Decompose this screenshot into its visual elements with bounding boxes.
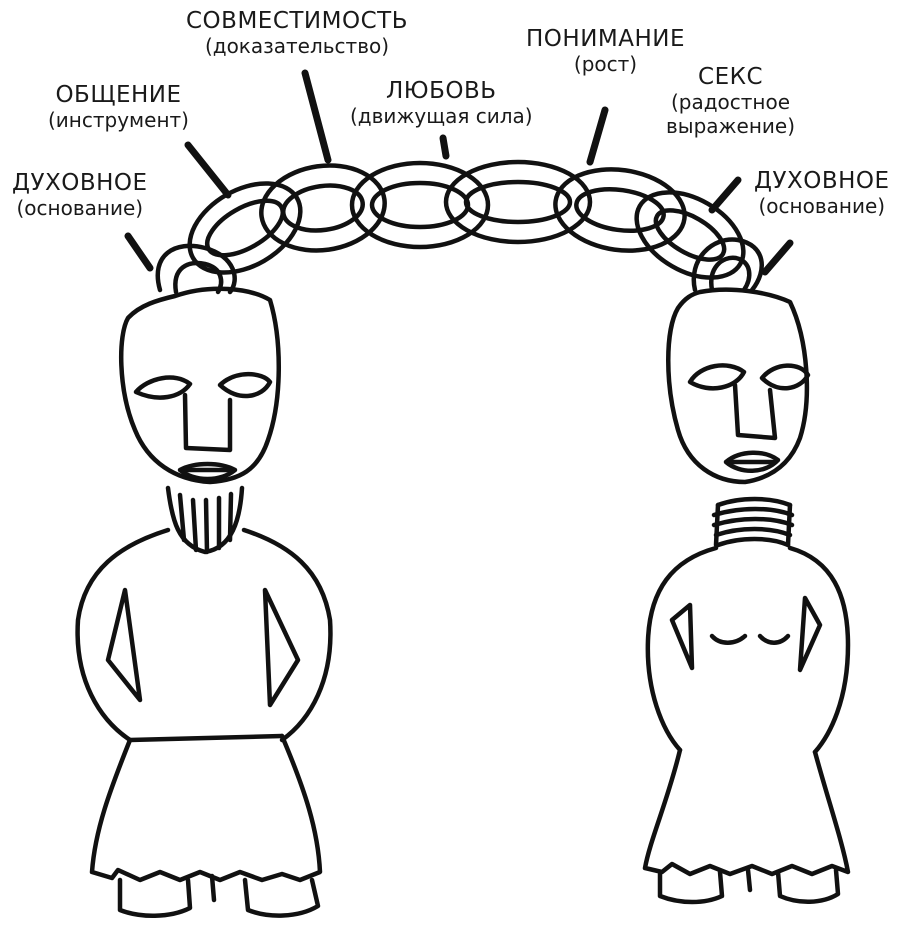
woman-arm-slot-right xyxy=(800,598,820,670)
man-arm-slot-left xyxy=(108,590,140,700)
label-love: ЛЮБОВЬ (движущая сила) xyxy=(350,78,533,129)
label-subtitle: (основание) xyxy=(754,195,890,219)
chain xyxy=(158,158,762,295)
woman-neck-rings xyxy=(714,499,792,545)
pointer-sex xyxy=(712,180,738,210)
label-subtitle-line2: выражение) xyxy=(666,115,795,139)
label-sex: СЕКС (радостное выражение) xyxy=(666,64,795,138)
label-title: ДУХОВНОЕ xyxy=(12,170,148,197)
label-subtitle: (движущая сила) xyxy=(350,105,533,129)
woman-breast-left xyxy=(712,636,745,643)
label-title: ОБЩЕНИЕ xyxy=(48,82,189,109)
pointer-communication xyxy=(188,145,228,195)
label-subtitle: (инструмент) xyxy=(48,109,189,133)
label-subtitle: (основание) xyxy=(12,197,148,221)
pointer-spiritual-right xyxy=(765,243,790,272)
label-title: СЕКС xyxy=(666,64,795,91)
pointer-spiritual-left xyxy=(128,236,150,268)
pointer-understanding xyxy=(590,110,605,162)
woman-breast-right xyxy=(760,636,788,643)
woman-nose xyxy=(735,385,775,438)
chain-link-2 xyxy=(256,158,390,258)
man-foot-right xyxy=(245,880,318,916)
pointer-love xyxy=(443,138,446,156)
figure-left-man xyxy=(78,289,331,916)
label-spiritual-left: ДУХОВНОЕ (основание) xyxy=(12,170,148,221)
label-title: ЛЮБОВЬ xyxy=(350,78,533,105)
woman-dress xyxy=(645,750,848,874)
label-title: ПОНИМАНИЕ xyxy=(526,26,685,53)
woman-body xyxy=(648,548,848,752)
man-skirt xyxy=(92,736,320,880)
woman-foot-left xyxy=(660,872,722,902)
chain-link-left-hook xyxy=(158,246,235,292)
label-compatibility: СОВМЕСТИМОСТЬ (доказательство) xyxy=(186,8,408,59)
man-nose xyxy=(185,395,230,450)
label-spiritual-right: ДУХОВНОЕ (основание) xyxy=(754,168,890,219)
figure-right-woman xyxy=(645,290,848,902)
woman-arm-slot-left xyxy=(672,605,692,668)
man-eye-right xyxy=(220,374,270,396)
woman-eye-right xyxy=(762,366,808,389)
label-understanding: ПОНИМАНИЕ (рост) xyxy=(526,26,685,77)
label-communication: ОБЩЕНИЕ (инструмент) xyxy=(48,82,189,133)
man-eye-left xyxy=(136,378,190,398)
man-arm-slot-right xyxy=(265,590,298,705)
label-subtitle: (радостное xyxy=(666,91,795,115)
man-foot-left xyxy=(120,880,190,916)
label-subtitle: (доказательство) xyxy=(186,35,408,59)
pointer-compatibility xyxy=(305,73,328,160)
chain-link-right-hook xyxy=(694,240,762,290)
label-title: СОВМЕСТИМОСТЬ xyxy=(186,8,408,35)
label-title: ДУХОВНОЕ xyxy=(754,168,890,195)
label-subtitle: (рост) xyxy=(526,53,685,77)
